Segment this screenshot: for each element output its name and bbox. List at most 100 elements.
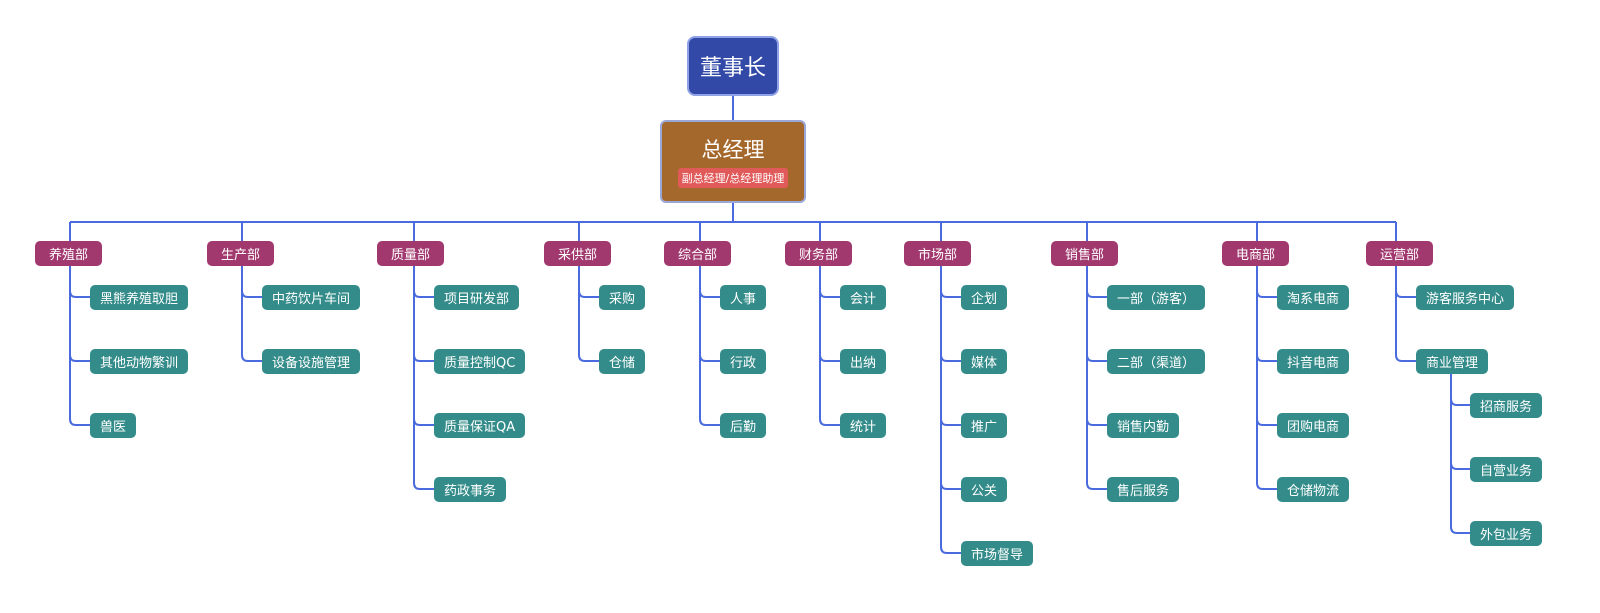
sub-department-node-label: 其他动物繁训 — [100, 356, 179, 371]
sub-department-node[interactable]: 质量控制QC — [434, 349, 526, 374]
sub-department-node-label: 项目研发部 — [444, 292, 510, 307]
sub-department-node[interactable]: 中药饮片车间 — [262, 285, 361, 310]
department-node-label: 综合部 — [678, 248, 718, 263]
department-node-label: 生产部 — [221, 248, 261, 263]
sub-team-node-label: 外包业务 — [1480, 528, 1533, 543]
general-manager-node[interactable]: 总经理 副总经理/总经理助理 — [660, 120, 806, 203]
department-node[interactable]: 电商部 — [1222, 241, 1290, 266]
sub-department-node[interactable]: 销售内勤 — [1107, 413, 1180, 438]
sub-department-node[interactable]: 统计 — [840, 413, 887, 438]
department-node[interactable]: 养殖部 — [35, 241, 103, 266]
sub-department-node[interactable]: 仓储 — [599, 349, 646, 374]
root-node-chairman[interactable]: 董事长 — [687, 36, 779, 96]
connector-dept-leaf — [940, 266, 961, 554]
sub-department-node[interactable]: 质量保证QA — [434, 413, 526, 438]
connector-dept-leaf — [940, 266, 961, 426]
department-node-label: 质量部 — [391, 248, 431, 263]
sub-department-node-label: 人事 — [730, 292, 757, 307]
department-node[interactable]: 质量部 — [377, 241, 445, 266]
sub-department-node[interactable]: 团购电商 — [1277, 413, 1350, 438]
sub-department-node[interactable]: 仓储物流 — [1277, 477, 1350, 502]
connector-dept-leaf — [819, 266, 840, 298]
deputy-badge: 副总经理/总经理助理 — [677, 167, 789, 188]
connector-dept-leaf — [1086, 266, 1107, 298]
sub-department-node[interactable]: 人事 — [720, 285, 767, 310]
sub-department-node[interactable]: 后勤 — [720, 413, 767, 438]
sub-department-node-label: 公关 — [971, 484, 998, 499]
department-node-label: 运营部 — [1380, 248, 1420, 263]
department-node[interactable]: 财务部 — [785, 241, 853, 266]
department-node-label: 财务部 — [799, 248, 839, 263]
sub-department-node[interactable]: 企划 — [961, 285, 1008, 310]
department-node-label: 养殖部 — [49, 248, 89, 263]
connector-dept-leaf — [940, 266, 961, 490]
sub-department-node[interactable]: 黑熊养殖取胆 — [90, 285, 189, 310]
sub-team-node-label: 招商服务 — [1480, 400, 1533, 415]
department-node[interactable]: 运营部 — [1366, 241, 1434, 266]
sub-department-node-label: 售后服务 — [1117, 484, 1170, 499]
department-node-label: 市场部 — [918, 248, 958, 263]
sub-department-node[interactable]: 兽医 — [90, 413, 137, 438]
sub-department-node-label: 抖音电商 — [1287, 356, 1340, 371]
connector-dept-leaf — [1256, 266, 1277, 362]
sub-team-node[interactable]: 自营业务 — [1470, 457, 1543, 482]
sub-department-node-label: 质量控制QC — [444, 356, 516, 371]
sub-department-node[interactable]: 公关 — [961, 477, 1008, 502]
sub-department-node[interactable]: 淘系电商 — [1277, 285, 1350, 310]
sub-department-node-label: 黑熊养殖取胆 — [100, 292, 179, 307]
sub-department-node-label: 市场督导 — [971, 548, 1024, 563]
sub-department-node[interactable]: 二部（渠道） — [1107, 349, 1206, 374]
connector-leaf-subleaf — [1450, 374, 1470, 534]
department-node[interactable]: 销售部 — [1051, 241, 1119, 266]
sub-department-node-label: 商业管理 — [1426, 356, 1479, 371]
department-node[interactable]: 市场部 — [904, 241, 972, 266]
sub-department-node[interactable]: 设备设施管理 — [262, 349, 361, 374]
general-manager-label: 总经理 — [701, 137, 765, 162]
connector-dept-leaf — [241, 266, 262, 362]
department-node-label: 采供部 — [558, 248, 598, 263]
department-node[interactable]: 采供部 — [544, 241, 612, 266]
sub-department-node[interactable]: 行政 — [720, 349, 767, 374]
connector-dept-leaf — [940, 266, 961, 298]
sub-department-node[interactable]: 抖音电商 — [1277, 349, 1350, 374]
sub-department-node[interactable]: 媒体 — [961, 349, 1008, 374]
connector-dept-leaf — [241, 266, 262, 298]
department-node[interactable]: 生产部 — [207, 241, 275, 266]
connector-dept-leaf — [940, 266, 961, 362]
sub-department-node-label: 中药饮片车间 — [272, 292, 351, 307]
sub-department-node-label: 统计 — [850, 420, 877, 435]
connector-dept-leaf — [413, 266, 434, 362]
sub-department-node-label: 采购 — [609, 292, 636, 307]
sub-team-node[interactable]: 外包业务 — [1470, 521, 1543, 546]
department-node[interactable]: 综合部 — [664, 241, 732, 266]
sub-department-node[interactable]: 出纳 — [840, 349, 887, 374]
connector-dept-leaf — [699, 266, 720, 426]
sub-department-node-label: 销售内勤 — [1117, 420, 1170, 435]
sub-department-node-label: 一部（游客） — [1117, 292, 1196, 307]
sub-department-node[interactable]: 一部（游客） — [1107, 285, 1206, 310]
sub-team-node[interactable]: 招商服务 — [1470, 393, 1543, 418]
sub-department-node[interactable]: 项目研发部 — [434, 285, 520, 310]
sub-department-node[interactable]: 其他动物繁训 — [90, 349, 189, 374]
sub-department-node[interactable]: 游客服务中心 — [1416, 285, 1515, 310]
sub-department-node-label: 仓储物流 — [1287, 484, 1340, 499]
sub-department-node-label: 仓储 — [609, 356, 636, 371]
sub-department-node-label: 行政 — [730, 356, 757, 371]
sub-department-node[interactable]: 售后服务 — [1107, 477, 1180, 502]
sub-department-node[interactable]: 市场督导 — [961, 541, 1034, 566]
sub-department-node[interactable]: 采购 — [599, 285, 646, 310]
connector-dept-leaf — [69, 266, 90, 362]
sub-department-node[interactable]: 商业管理 — [1416, 349, 1489, 374]
sub-department-node[interactable]: 会计 — [840, 285, 887, 310]
connector-dept-leaf — [413, 266, 434, 426]
connector-dept-leaf — [578, 266, 599, 298]
sub-department-node[interactable]: 推广 — [961, 413, 1008, 438]
sub-department-node[interactable]: 药政事务 — [434, 477, 507, 502]
connector-dept-leaf — [413, 266, 434, 298]
sub-department-node-label: 设备设施管理 — [272, 356, 351, 371]
connector-dept-leaf — [1256, 266, 1277, 490]
department-node-label: 销售部 — [1065, 248, 1105, 263]
sub-department-node-label: 淘系电商 — [1287, 292, 1340, 307]
connector-leaf-subleaf — [1450, 374, 1470, 470]
